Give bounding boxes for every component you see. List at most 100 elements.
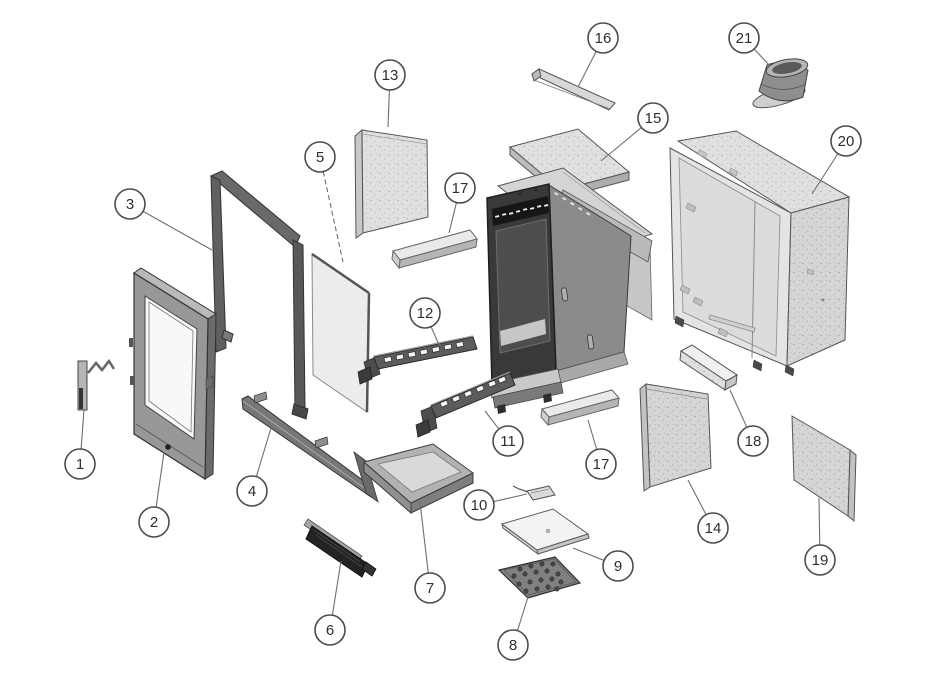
callout-circle bbox=[697, 512, 729, 544]
part-14-side-brick-right bbox=[639, 382, 712, 492]
part-2-door-frame bbox=[129, 267, 217, 481]
callout-circle bbox=[585, 448, 617, 480]
leader-line bbox=[387, 89, 390, 128]
callout-14: 14 bbox=[687, 479, 729, 544]
callout-18: 18 bbox=[729, 389, 769, 457]
leader-line bbox=[811, 153, 839, 195]
callout-number: 9 bbox=[614, 558, 622, 575]
callout-circle bbox=[138, 506, 170, 538]
callout-number: 3 bbox=[126, 196, 134, 213]
part-20-outer-casing bbox=[669, 130, 851, 377]
callout-number: 15 bbox=[645, 110, 662, 127]
leader-line bbox=[430, 326, 441, 348]
part-6-air-grille bbox=[303, 518, 377, 578]
callout-circle bbox=[236, 475, 268, 507]
leader-line bbox=[753, 48, 771, 67]
callout-number: 19 bbox=[812, 552, 829, 569]
callout-circle bbox=[492, 425, 524, 457]
callout-2: 2 bbox=[138, 451, 170, 538]
callout-number: 13 bbox=[382, 67, 399, 84]
leader-line bbox=[587, 419, 598, 450]
callout-11: 11 bbox=[484, 410, 524, 457]
callout-circle bbox=[602, 550, 634, 582]
callout-number: 20 bbox=[838, 133, 855, 150]
part-5-door-glass bbox=[311, 252, 371, 413]
firebox-body bbox=[486, 167, 654, 414]
callout-1: 1 bbox=[64, 409, 96, 480]
callout-number: 11 bbox=[500, 433, 516, 450]
callout-number: 17 bbox=[593, 456, 610, 473]
leader-line bbox=[572, 547, 605, 561]
part-17-log-retainer-lower bbox=[540, 389, 620, 427]
callout-9: 9 bbox=[572, 547, 634, 582]
callout-12: 12 bbox=[409, 297, 441, 348]
callout-circle bbox=[587, 22, 619, 54]
callout-circle bbox=[444, 172, 476, 204]
callout-3: 3 bbox=[114, 188, 213, 251]
callout-20: 20 bbox=[811, 125, 862, 195]
callout-circle bbox=[463, 489, 495, 521]
callout-circle bbox=[374, 59, 406, 91]
callout-number: 4 bbox=[248, 483, 256, 500]
part-11-air-rail-lower bbox=[415, 371, 516, 438]
part-13-side-brick-left bbox=[354, 128, 429, 239]
leader-line bbox=[155, 451, 165, 508]
leader-line bbox=[255, 427, 272, 477]
callout-circle bbox=[728, 22, 760, 54]
callout-number: 21 bbox=[736, 30, 753, 47]
part-21-flue-collar bbox=[752, 58, 809, 109]
part-9-base-plate bbox=[500, 508, 590, 556]
leader-line bbox=[729, 389, 748, 428]
callout-circle bbox=[830, 125, 862, 157]
callout-circle bbox=[304, 141, 336, 173]
callout-number: 18 bbox=[745, 433, 762, 450]
callout-number: 17 bbox=[452, 180, 469, 197]
callout-10: 10 bbox=[463, 489, 528, 521]
leader-line bbox=[600, 127, 642, 162]
callout-15: 15 bbox=[600, 102, 669, 162]
callout-number: 7 bbox=[426, 580, 434, 597]
callout-7: 7 bbox=[414, 501, 446, 604]
callout-8: 8 bbox=[497, 596, 529, 661]
callout-circle bbox=[737, 425, 769, 457]
callout-16: 16 bbox=[577, 22, 619, 88]
part-10-retainer-clip bbox=[512, 485, 556, 501]
callout-number: 14 bbox=[705, 520, 722, 537]
leader-line bbox=[419, 501, 429, 574]
part-12-air-rail-upper bbox=[357, 335, 478, 385]
callout-circle bbox=[414, 572, 446, 604]
leader-line bbox=[687, 479, 707, 515]
leader-line bbox=[516, 596, 529, 631]
callout-4: 4 bbox=[236, 427, 272, 507]
callout-21: 21 bbox=[728, 22, 771, 67]
part-3-inner-door-frame bbox=[210, 170, 309, 420]
part-7-ash-pan bbox=[353, 443, 474, 515]
callout-5: 5 bbox=[304, 141, 344, 263]
callout-17: 17 bbox=[585, 419, 617, 480]
callout-number: 8 bbox=[509, 637, 517, 654]
leader-line bbox=[80, 409, 85, 450]
callout-number: 12 bbox=[417, 305, 434, 322]
callout-number: 5 bbox=[316, 149, 324, 166]
callout-number: 6 bbox=[326, 622, 334, 639]
callout-6: 6 bbox=[314, 560, 346, 646]
leader-line bbox=[484, 410, 500, 430]
leader-line bbox=[142, 210, 213, 251]
callout-circle bbox=[804, 544, 836, 576]
callout-circle bbox=[637, 102, 669, 134]
callout-circle bbox=[64, 448, 96, 480]
part-18-brick-block bbox=[679, 344, 738, 391]
callout-number: 10 bbox=[471, 497, 488, 514]
callout-circle bbox=[497, 629, 529, 661]
callout-circle bbox=[409, 297, 441, 329]
leader-line bbox=[493, 493, 528, 503]
leader-line bbox=[577, 51, 597, 88]
callout-19: 19 bbox=[804, 497, 836, 576]
callout-number: 16 bbox=[595, 30, 612, 47]
leader-line bbox=[331, 560, 342, 616]
callout-number: 2 bbox=[150, 514, 158, 531]
leader-line bbox=[448, 202, 457, 234]
